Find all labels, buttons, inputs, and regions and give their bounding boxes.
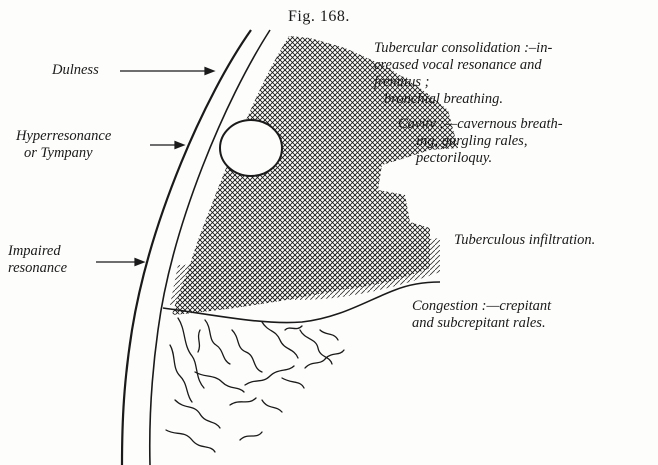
congestion-line-2: and subcrepitant rales. [412,315,551,332]
figure-title: Fig. 168. [288,8,350,26]
cavity-label: Cavity :—cavernous breath- ing, gurgling… [398,116,563,167]
infiltration-label: Tuberculous infiltration. [454,232,595,249]
impaired-arrowhead [135,259,144,266]
hyperresonance-line-2: or Tympany [16,145,111,162]
cavity-circle [220,120,282,176]
hyperresonance-label: Hyperresonance or Tympany [16,128,111,162]
cavity-line-2: ing, gurgling rales, [398,133,563,150]
consolidation-label: Tubercular consolidation :–in- creased v… [374,40,552,108]
consolidation-line-1: Tubercular consolidation :–in- [374,40,552,57]
congestion-label: Congestion :—crepitant and subcrepitant … [412,298,551,332]
dulness-arrowhead [205,68,214,75]
consolidation-line-4: bronchial breathing. [374,91,552,108]
dulness-label: Dulness [52,62,99,79]
cavity-line-1: Cavity :—cavernous breath- [398,116,563,133]
hyperresonance-arrowhead [175,142,184,149]
cavity-line-3: pectoriloquy. [398,150,563,167]
impaired-resonance-label: Impaired resonance [8,243,67,277]
consolidation-line-2: creased vocal resonance and [374,57,552,74]
congestion-vessels [166,318,344,452]
hyperresonance-line-1: Hyperresonance [16,128,111,145]
consolidation-line-3: fremitus ; [374,74,552,91]
impaired-line-2: resonance [8,260,67,277]
congestion-line-1: Congestion :—crepitant [412,298,551,315]
impaired-line-1: Impaired [8,243,67,260]
